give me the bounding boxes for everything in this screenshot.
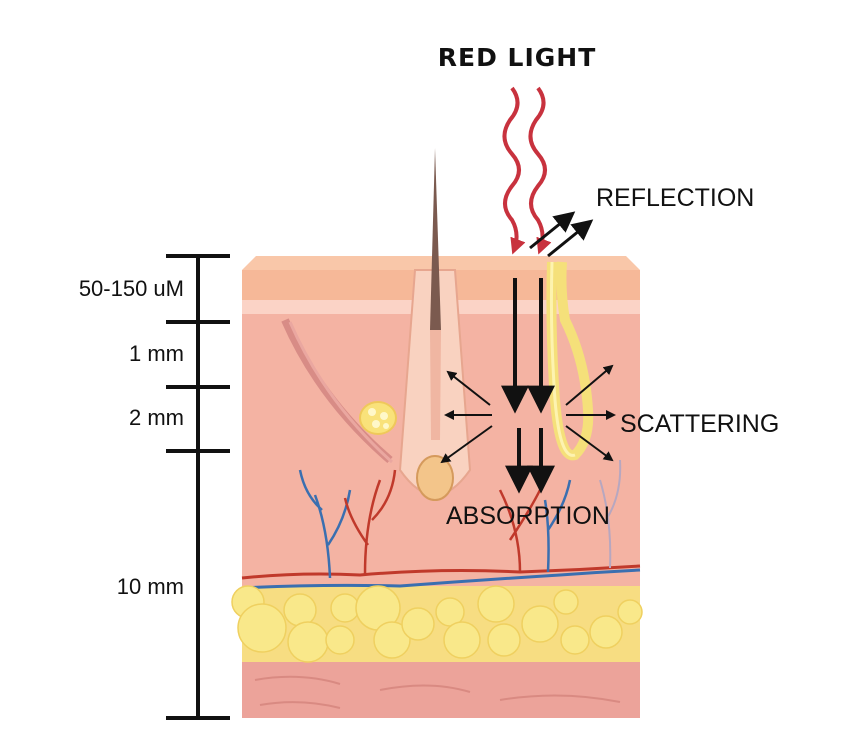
blood-vessels — [241, 459, 641, 590]
skin-cross-section — [231, 148, 643, 718]
scattering-arrows — [440, 364, 616, 464]
sebaceous-gland-icon — [359, 401, 397, 435]
fat-cells — [231, 585, 643, 663]
hair-shaft — [430, 148, 441, 330]
reflection-label: REFLECTION — [596, 184, 754, 212]
scale-label-10mm: 10 mm — [117, 574, 184, 599]
scale-label-epidermis: 50-150 uM — [79, 276, 184, 301]
diagram-title: RED LIGHT — [438, 43, 597, 72]
epidermis-top — [242, 256, 640, 270]
depth-scale-ruler — [166, 254, 230, 720]
reflection-arrows — [529, 211, 594, 258]
wavy-light-ray-icon — [502, 86, 552, 255]
hair-follicle-icon — [398, 148, 472, 501]
scale-label-1mm: 1 mm — [129, 341, 184, 366]
absorption-arrows — [501, 278, 555, 494]
scattering-label: SCATTERING — [620, 410, 779, 438]
absorption-label: ABSORPTION — [446, 502, 610, 530]
muscle-layer — [242, 662, 640, 718]
scale-label-2mm: 2 mm — [129, 405, 184, 430]
